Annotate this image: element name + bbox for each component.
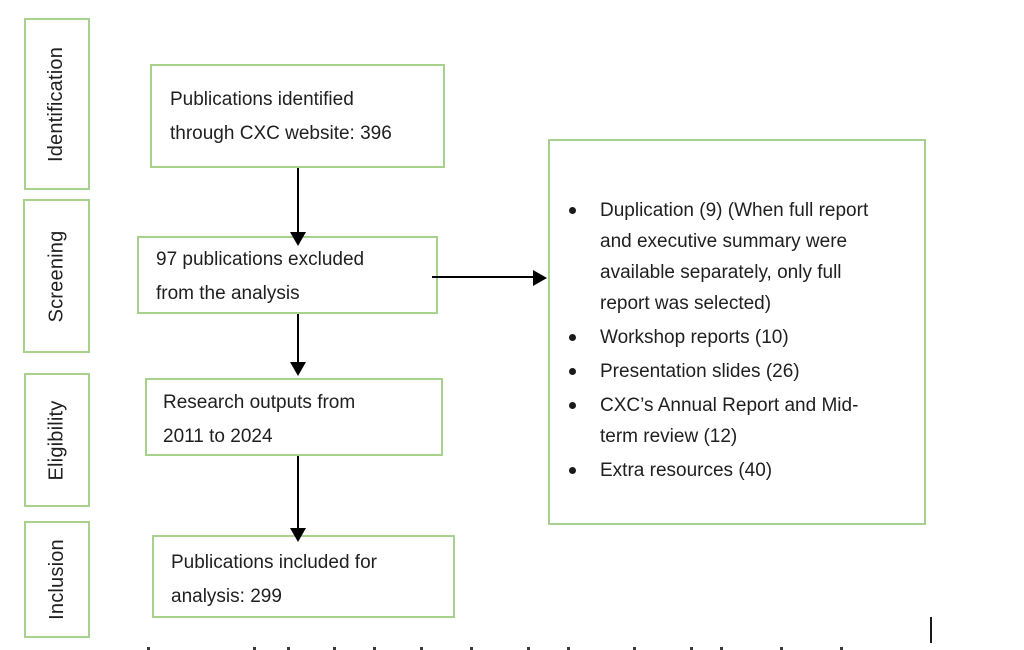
stage-label-eligibility: Eligibility [45, 399, 68, 481]
flow-box-included: Publications included for analysis: 299 [152, 535, 455, 618]
list-item: Workshop reports (10) [566, 322, 924, 353]
flow-box-excluded-line1: 97 publications excluded [156, 249, 365, 270]
exclusion-reason-extra-resources: Extra resources (40) [600, 460, 773, 481]
stage-label-inclusion: Inclusion [45, 539, 68, 620]
stage-label-identification: Identification [45, 46, 68, 162]
flow-box-identified: Publications identified through CXC webs… [150, 64, 445, 168]
stage-box-inclusion: Inclusion [24, 521, 90, 638]
exclusion-reason-duplication: Duplication (9) (When full report and ex… [600, 200, 869, 314]
arrow-eligible-to-included [297, 456, 299, 528]
list-item: CXC’s Annual Report and Mid-term review … [566, 390, 924, 452]
text-cursor [930, 617, 932, 643]
flow-box-included-line2: analysis: 299 [171, 586, 282, 607]
flow-box-excluded: 97 publications excluded from the analys… [137, 236, 438, 314]
exclusion-reason-workshop-reports: Workshop reports (10) [600, 327, 789, 348]
list-item: Presentation slides (26) [566, 356, 924, 387]
arrow-right-icon [533, 270, 547, 286]
flow-box-identified-line2: through CXC website: 396 [170, 123, 392, 144]
flow-box-included-line1: Publications included for [171, 552, 377, 573]
bullet-icon [566, 390, 600, 452]
bullet-icon [566, 322, 600, 353]
exclusion-reason-presentation-slides: Presentation slides (26) [600, 361, 800, 382]
arrow-identified-to-excluded [297, 168, 299, 232]
flow-box-identified-line1: Publications identified [170, 89, 354, 110]
flow-box-eligible-line1: Research outputs from [163, 392, 356, 413]
arrow-down-icon [290, 232, 306, 246]
stage-label-screening: Screening [45, 230, 68, 322]
bullet-icon [566, 195, 600, 319]
arrow-excluded-to-eligible [297, 314, 299, 362]
stage-box-screening: Screening [23, 199, 90, 353]
stage-box-identification: Identification [24, 18, 90, 190]
bullet-icon [566, 455, 600, 486]
list-item: Extra resources (40) [566, 455, 924, 486]
list-item: Duplication (9) (When full report and ex… [566, 195, 924, 319]
arrow-excluded-to-reasons [432, 276, 533, 278]
flow-box-excluded-line2: from the analysis [156, 283, 300, 304]
arrow-down-icon [290, 362, 306, 376]
exclusion-reason-annual-report: CXC’s Annual Report and Mid-term review … [600, 395, 859, 447]
arrow-down-icon [290, 528, 306, 542]
flow-box-eligible-line2: 2011 to 2024 [163, 426, 273, 447]
bullet-icon [566, 356, 600, 387]
exclusion-reasons-box: Duplication (9) (When full report and ex… [548, 139, 926, 525]
stage-box-eligibility: Eligibility [24, 373, 90, 507]
flow-box-eligible: Research outputs from 2011 to 2024 [145, 378, 443, 456]
